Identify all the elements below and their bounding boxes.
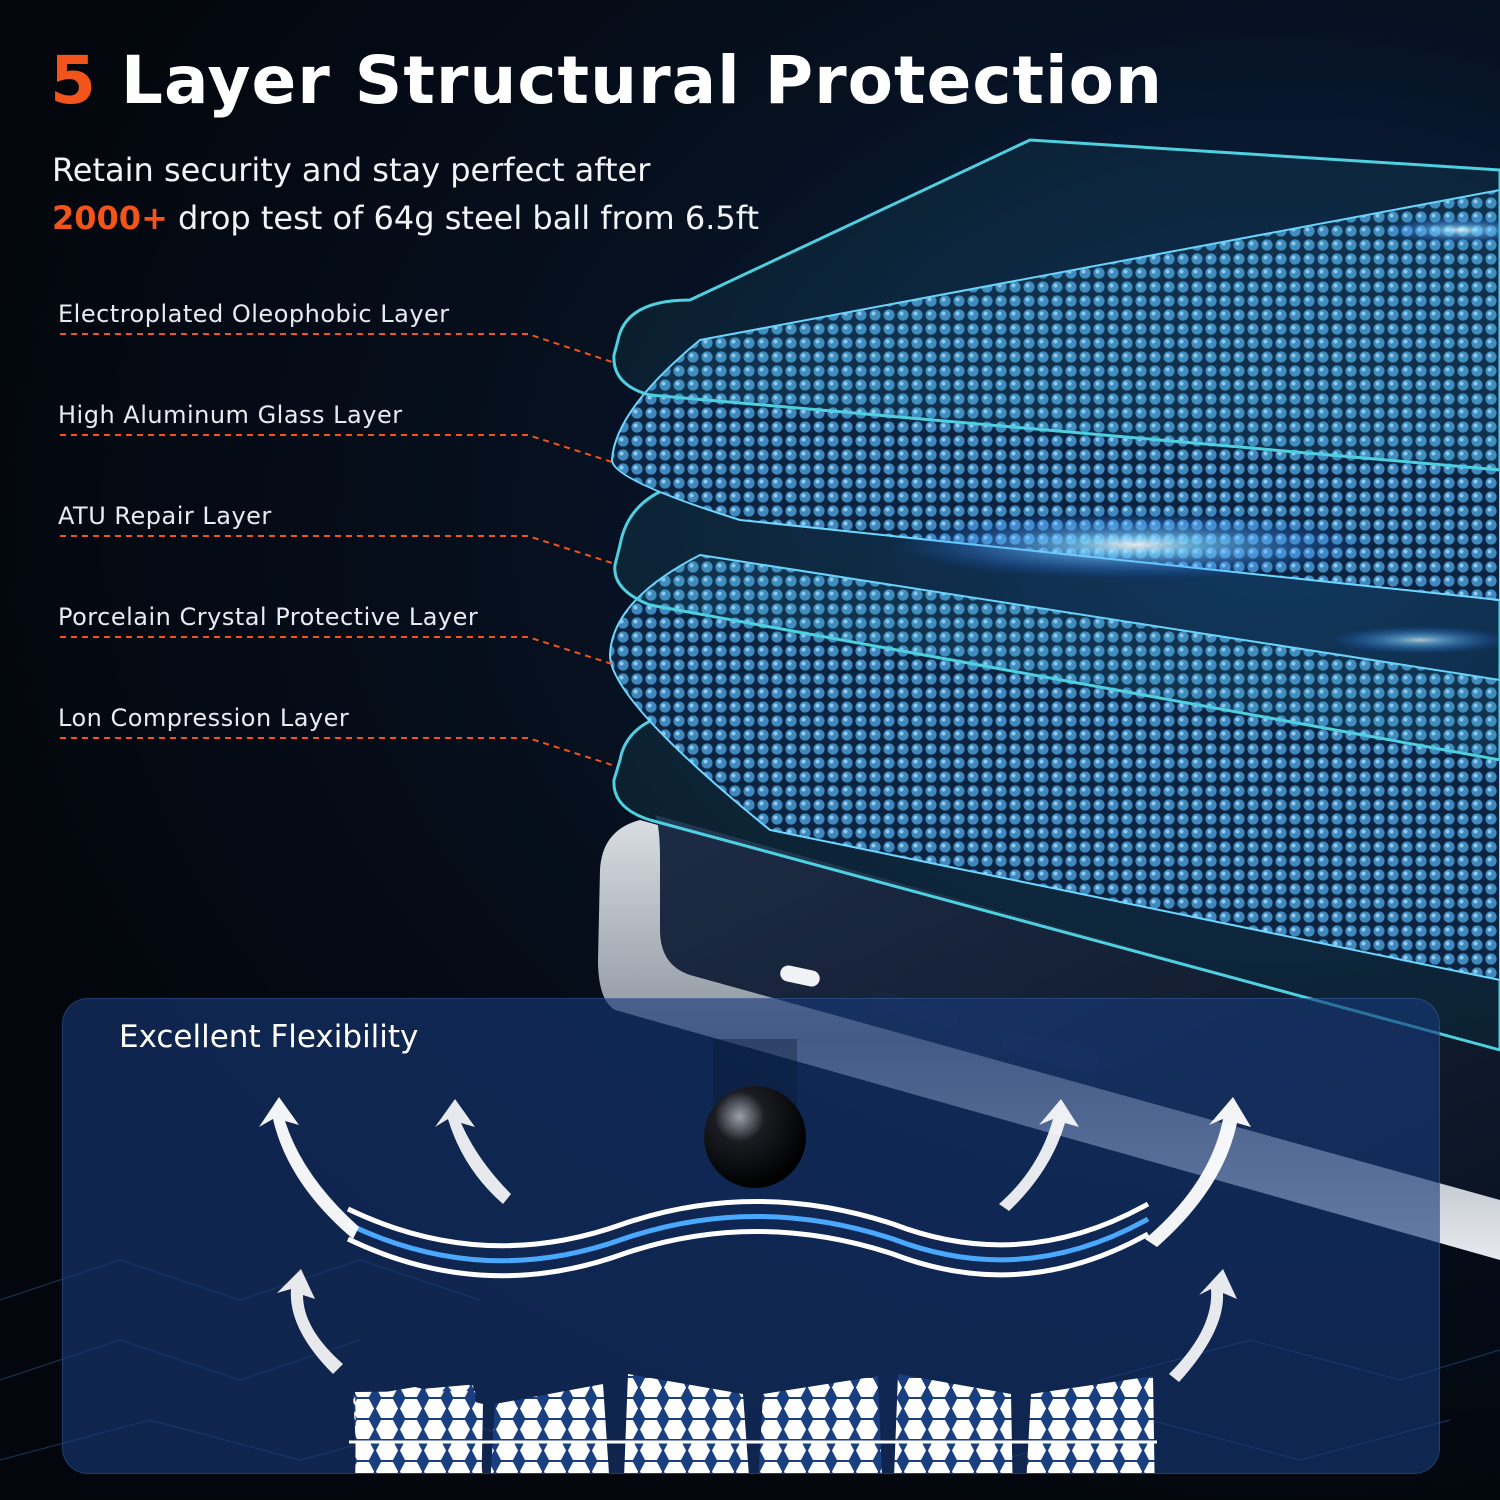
flexibility-title: Excellent Flexibility bbox=[119, 1019, 419, 1055]
subtitle-line-2: 2000+ drop test of 64g steel ball from 6… bbox=[52, 194, 759, 242]
drop-count-highlight: 2000+ bbox=[52, 199, 168, 237]
layer-label-oleophobic: Electroplated Oleophobic Layer bbox=[58, 300, 450, 328]
light-flare bbox=[895, 511, 1375, 579]
page-title: 5 Layer Structural Protection bbox=[50, 42, 1163, 119]
subtitle-line-2-text: drop test of 64g steel ball from 6.5ft bbox=[178, 199, 760, 237]
title-text: Layer Structural Protection bbox=[120, 42, 1163, 119]
layer-2-dots bbox=[610, 188, 1500, 602]
flexibility-illustration bbox=[259, 1039, 1251, 1473]
flex-arrows bbox=[259, 1097, 1251, 1382]
flexibility-panel: Excellent Flexibility bbox=[62, 998, 1440, 1474]
title-number: 5 bbox=[50, 42, 97, 119]
leader-lines bbox=[60, 333, 613, 766]
film-waves bbox=[346, 1199, 1150, 1279]
layer-label-porcelain-crystal: Porcelain Crystal Protective Layer bbox=[58, 603, 479, 631]
layer-label-aluminum-glass: High Aluminum Glass Layer bbox=[58, 401, 403, 429]
steel-ball-icon bbox=[704, 1086, 806, 1188]
hex-blocks bbox=[355, 1374, 1155, 1473]
layer-label-compression: Lon Compression Layer bbox=[58, 704, 350, 732]
subtitle-line-1: Retain security and stay perfect after bbox=[52, 151, 651, 189]
layer-label-atu-repair: ATU Repair Layer bbox=[58, 502, 272, 530]
layer-4-dots bbox=[608, 553, 1500, 982]
subtitle: Retain security and stay perfect after 2… bbox=[52, 146, 759, 242]
layer-1-glass bbox=[612, 138, 1500, 472]
